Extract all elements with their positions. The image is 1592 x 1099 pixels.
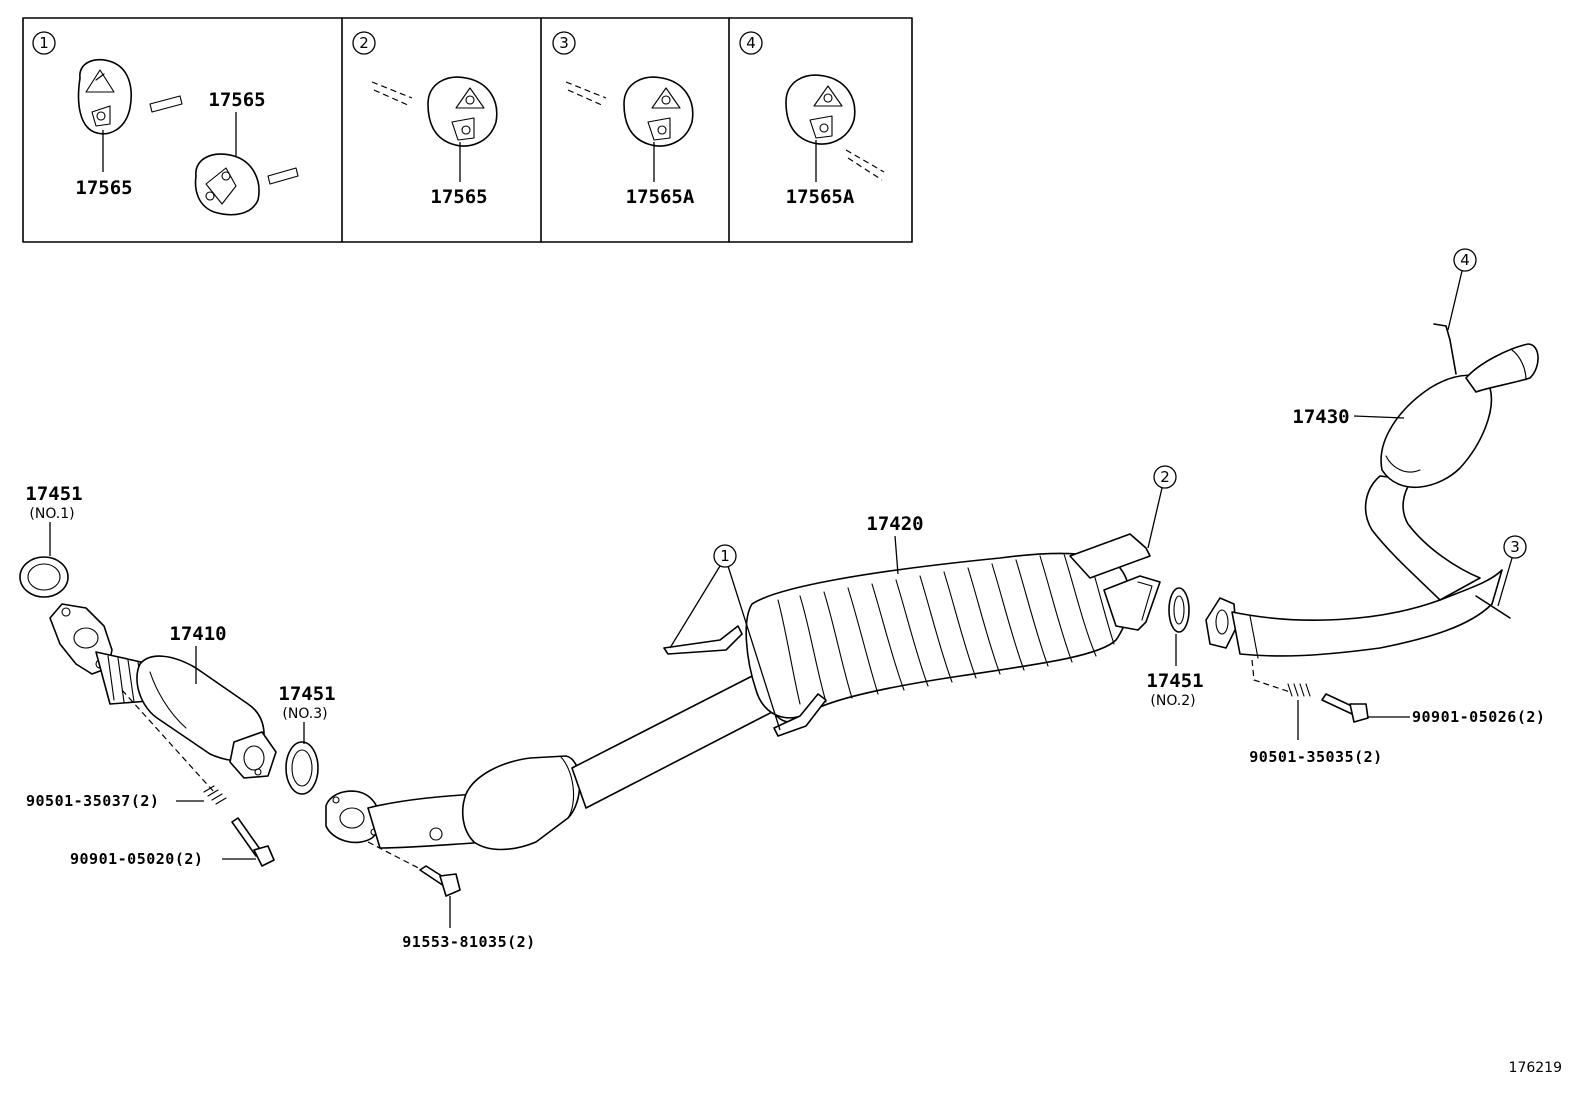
gasket-17451-no1-drawing	[19, 556, 69, 598]
inset-panel-1-label-2: 17565	[208, 89, 265, 111]
gasket-17451-no3-drawing	[285, 741, 319, 795]
inset-panel-1-callout: 1	[39, 34, 49, 52]
part-90501-35037-number: 90501-35037(2)	[26, 792, 159, 810]
part-17451-no1-number: 17451	[25, 483, 82, 505]
figure-id: 176219	[1509, 1060, 1562, 1076]
rubber-hanger-icon	[194, 153, 260, 216]
part-17430-number: 17430	[1292, 406, 1349, 428]
callout-2-muffler: 2	[1160, 468, 1170, 486]
part-17451-no3-number: 17451	[278, 683, 335, 705]
part-17420-number: 17420	[866, 513, 923, 535]
bolt-90901-05020-icon	[231, 817, 275, 867]
inset-panel-4: 4 17565A	[739, 31, 885, 208]
part-17451-no2-number: 17451	[1146, 670, 1203, 692]
rubber-hanger-icon	[427, 76, 498, 147]
bolt-91553-81035-icon	[419, 865, 461, 897]
part-90501-35035-number: 90501-35035(2)	[1249, 748, 1382, 766]
inset-panel-3-callout: 3	[559, 34, 569, 52]
inset-panel-2: 2 17565	[352, 31, 498, 208]
callout-4-tail-pipe: 4	[1460, 251, 1470, 269]
inset-panel-2-label-1: 17565	[430, 186, 487, 208]
spring-90501-35035-icon	[1287, 683, 1311, 697]
rubber-hanger-icon	[623, 76, 694, 147]
part-17410-number: 17410	[169, 623, 226, 645]
part-90901-05020-number: 90901-05020(2)	[70, 850, 203, 868]
inset-panel-2-callout: 2	[359, 34, 369, 52]
inset-panel-4-callout: 4	[746, 34, 756, 52]
center-pipe-17420-drawing	[325, 533, 1161, 851]
front-pipe-17410-drawing	[49, 603, 277, 779]
part-17451-no1-sub: (NO.1)	[29, 506, 74, 522]
callout-1-muffler: 1	[720, 547, 730, 565]
callout-3-tail-pipe: 3	[1510, 538, 1520, 556]
hanger-inset-table: 1 17565 17565	[22, 17, 913, 243]
part-17451-no2-sub: (NO.2)	[1150, 693, 1195, 709]
inset-panel-1-label-1: 17565	[75, 177, 132, 199]
part-91553-81035-number: 91553-81035(2)	[402, 933, 535, 951]
inset-panel-1: 1 17565 17565	[32, 31, 299, 216]
part-17451-no3-sub: (NO.3)	[282, 706, 327, 722]
tail-pipe-17430-drawing	[1205, 323, 1539, 659]
gasket-17451-no2-drawing	[1168, 587, 1190, 633]
rubber-hanger-icon	[77, 58, 132, 135]
inset-panel-3-label-1: 17565A	[626, 186, 695, 208]
part-90901-05026-number: 90901-05026(2)	[1412, 708, 1545, 726]
inset-panel-4-label-1: 17565A	[786, 186, 855, 208]
spring-90501-35037-icon	[203, 785, 227, 805]
inset-panel-3: 3 17565A	[552, 31, 695, 208]
bolt-90901-05026-icon	[1321, 693, 1369, 723]
rubber-hanger-icon	[785, 74, 856, 145]
